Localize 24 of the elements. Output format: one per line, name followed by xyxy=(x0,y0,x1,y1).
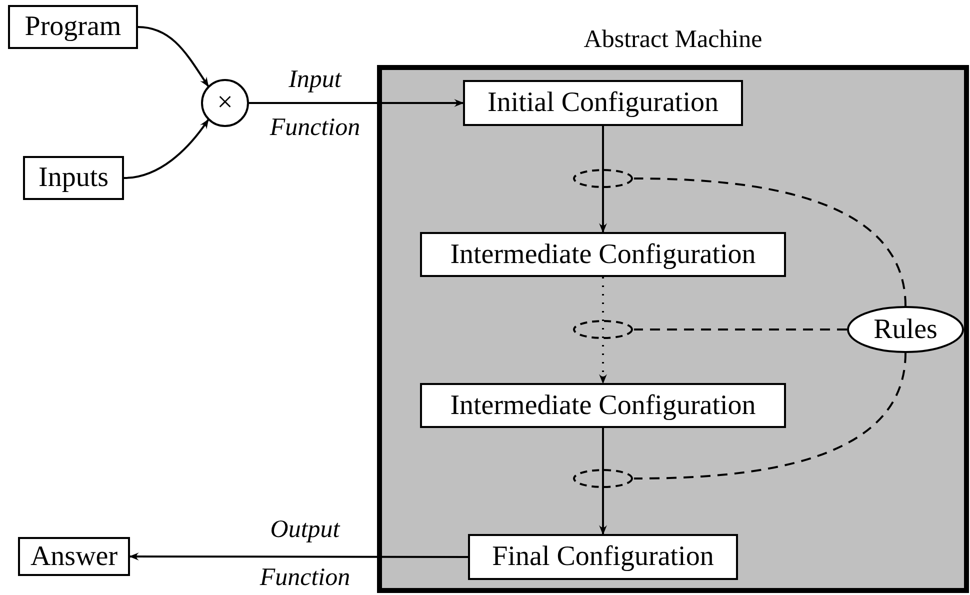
node-label: Final Configuration xyxy=(492,541,714,573)
node-label: Inputs xyxy=(38,162,108,194)
panel-heading: Abstract Machine xyxy=(582,26,764,54)
edge-label: Output Function xyxy=(258,515,352,593)
connector-line xyxy=(634,328,847,330)
node-label: Program xyxy=(24,11,122,43)
node-label: Answer xyxy=(30,540,118,572)
edge-label: Input Function xyxy=(268,65,362,143)
node-label: Intermediate Configuration xyxy=(450,238,756,270)
connector-line xyxy=(634,352,906,480)
process-box xyxy=(18,537,130,576)
connector-line xyxy=(634,178,906,306)
node-label: Rules xyxy=(874,314,938,346)
operator-circle xyxy=(201,79,249,127)
node-label: × xyxy=(217,87,233,119)
process-box xyxy=(463,80,743,126)
node-label: Initial Configuration xyxy=(488,87,718,119)
rules-ellipse xyxy=(847,306,964,353)
process-box xyxy=(468,534,738,580)
process-box xyxy=(420,383,786,428)
node-label: Intermediate Configuration xyxy=(450,390,756,422)
process-box xyxy=(8,5,138,49)
process-box xyxy=(23,156,124,200)
process-box xyxy=(420,232,786,277)
